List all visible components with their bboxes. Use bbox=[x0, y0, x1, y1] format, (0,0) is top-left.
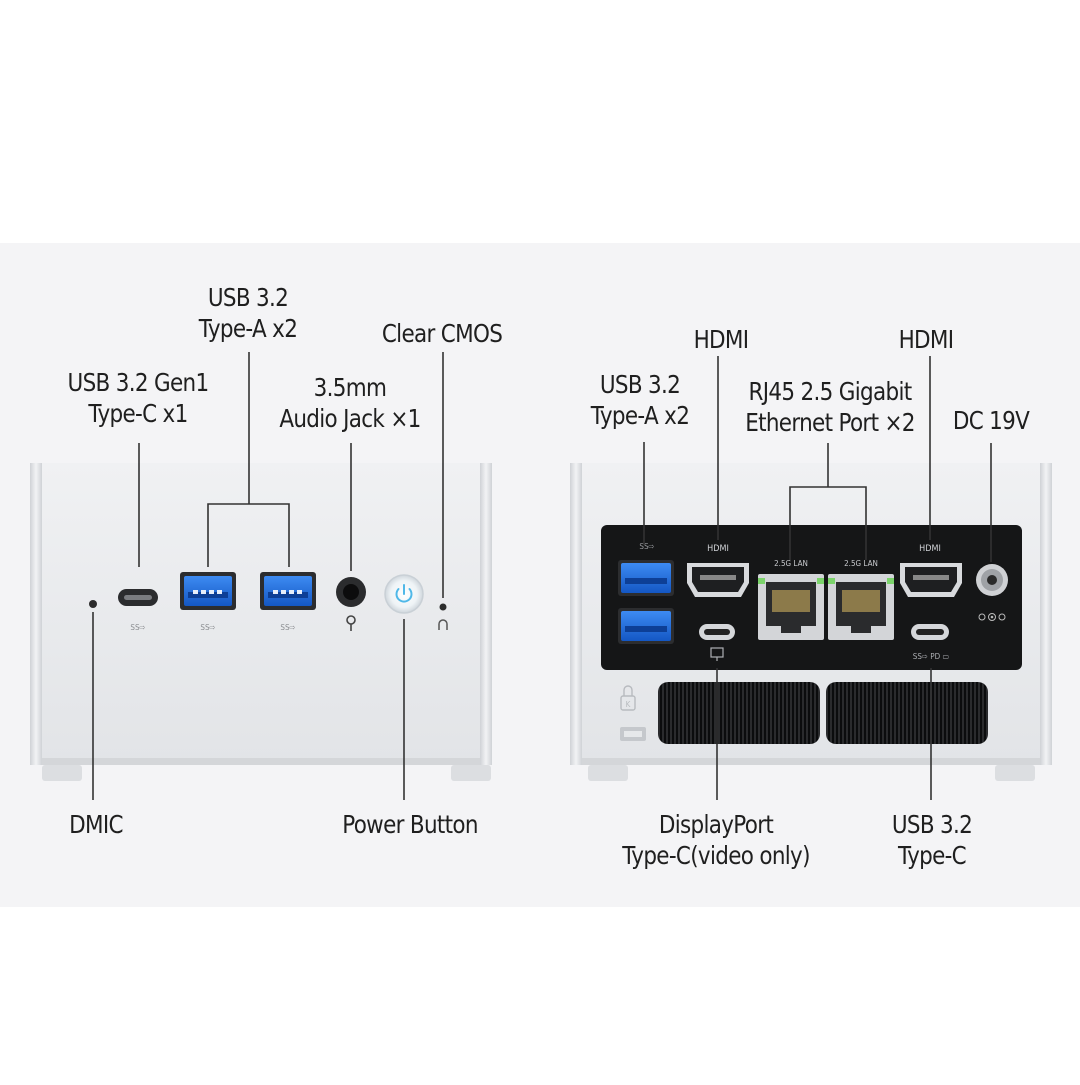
rear-usb-c-port bbox=[911, 624, 949, 640]
rear-right-side bbox=[1040, 463, 1052, 765]
power-icon bbox=[395, 584, 413, 603]
front-right-side bbox=[480, 463, 492, 765]
rear-lan-1-mark: 2.5G LAN bbox=[774, 559, 808, 568]
rear-vent-right bbox=[826, 682, 988, 744]
label-front-usb-c-gen1: USB 3.2 Gen1 Type-C x1 bbox=[67, 368, 210, 428]
rear-vent-left bbox=[658, 682, 820, 744]
rear-usb-a-port-1 bbox=[618, 560, 674, 596]
rear-displayport-type-c bbox=[699, 624, 735, 640]
rear-unit: SS⇨ HDMI 2.5G LAN 2.5G LAN bbox=[570, 356, 1052, 800]
label-front-clear-cmos: Clear CMOS bbox=[381, 319, 503, 348]
rear-hdmi-left-mark: HDMI bbox=[707, 544, 729, 554]
front-usb-a-port-1: SS⇨ bbox=[180, 572, 236, 632]
rear-hdmi-right-mark: HDMI bbox=[919, 544, 941, 554]
label-rear-dc: DC 19V bbox=[952, 406, 1030, 435]
front-usb-a-port-2: SS⇨ bbox=[260, 572, 316, 632]
rear-foot-left bbox=[588, 765, 628, 781]
front-left-side bbox=[30, 463, 42, 765]
clear-cmos-hole bbox=[439, 603, 447, 611]
dc-jack bbox=[976, 564, 1008, 596]
rear-usb-c-marks: SS⇨ PD ▭ bbox=[913, 652, 949, 661]
label-rear-rj45: RJ45 2.5 Gigabit Ethernet Port ×2 bbox=[745, 377, 915, 437]
label-rear-hdmi-right: HDMI bbox=[898, 325, 955, 354]
label-rear-displayport: DisplayPort Type-C(video only) bbox=[622, 810, 810, 870]
dc-polarity-icon bbox=[978, 613, 1006, 621]
front-foot-left bbox=[42, 765, 82, 781]
label-front-power-button: Power Button bbox=[342, 810, 478, 839]
front-usb-c-ss-mark: SS⇨ bbox=[130, 623, 145, 632]
rear-callout-lines bbox=[643, 356, 992, 800]
svg-text:K: K bbox=[626, 700, 631, 709]
front-usb-a-2-ss-mark: SS⇨ bbox=[280, 623, 295, 632]
kensington-lock-icon: K bbox=[620, 685, 636, 711]
label-front-dmic: DMIC bbox=[69, 810, 123, 839]
display-icon bbox=[710, 647, 724, 661]
dmic-hole bbox=[89, 600, 97, 608]
label-rear-usb-c: USB 3.2 Type-C bbox=[891, 810, 973, 870]
label-front-usb-a: USB 3.2 Type-A x2 bbox=[198, 283, 298, 343]
front-unit: SS⇨ SS⇨ SS⇨ bbox=[30, 352, 492, 800]
label-front-audio-jack: 3.5mm Audio Jack ×1 bbox=[279, 373, 421, 433]
front-foot-right bbox=[451, 765, 491, 781]
label-rear-hdmi-left: HDMI bbox=[693, 325, 750, 354]
rear-hdmi-right-port bbox=[900, 563, 962, 597]
label-rear-usb-a: USB 3.2 Type-A x2 bbox=[590, 370, 690, 430]
rear-left-side bbox=[570, 463, 582, 765]
rear-usb-a-port-2 bbox=[618, 608, 674, 644]
rear-lan-port-1 bbox=[758, 574, 824, 640]
front-callout-lines bbox=[92, 352, 444, 800]
rear-lan-port-2 bbox=[828, 574, 894, 640]
rear-hdmi-left-port bbox=[687, 563, 749, 597]
rear-lan-2-mark: 2.5G LAN bbox=[844, 559, 878, 568]
rear-foot-right bbox=[995, 765, 1035, 781]
rear-usb-a-ss-mark: SS⇨ bbox=[639, 542, 654, 551]
clear-cmos-icon bbox=[438, 619, 448, 630]
front-plate bbox=[42, 463, 480, 765]
front-usb-a-1-ss-mark: SS⇨ bbox=[200, 623, 215, 632]
headset-icon bbox=[346, 615, 356, 631]
